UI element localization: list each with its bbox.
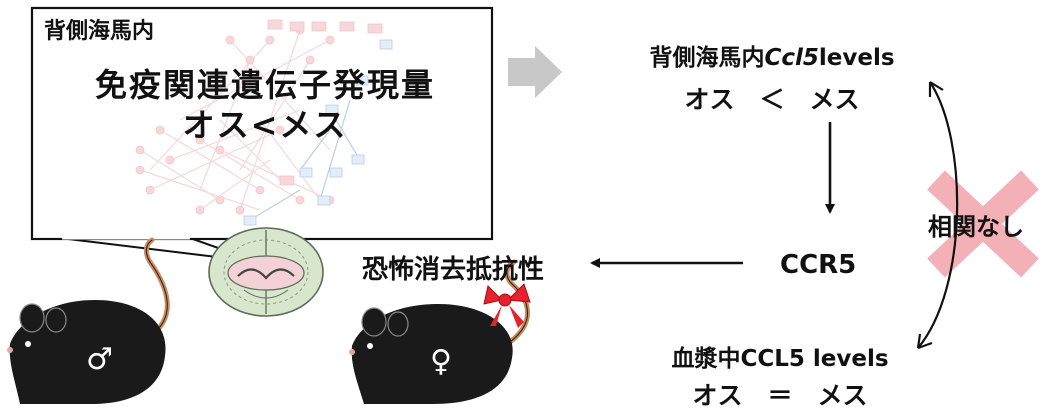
plasma-ccl5-label: 血漿中CCL5 levels xyxy=(671,346,889,372)
ccr5-label: CCR5 xyxy=(780,250,857,280)
gene-network-graphic xyxy=(135,19,393,226)
fear-extinction-resistance-label: 恐怖消去抵抗性 xyxy=(362,255,545,285)
correlation-double-arrow xyxy=(917,81,959,349)
hippocampus-ccl5-comparison: オス ＜ メス xyxy=(684,85,860,114)
red-bow-icon xyxy=(483,283,531,328)
female-mouse-illustration xyxy=(349,259,530,404)
hippocampus-label-prefix: 背側海馬内 xyxy=(649,45,765,71)
bubble-comparison: オス<メス xyxy=(182,106,348,144)
no-correlation-label: 相関なし xyxy=(928,213,1024,241)
female-symbol: ♀ xyxy=(430,344,452,379)
bubble-region-label: 背側海馬内 xyxy=(44,19,155,44)
male-symbol: ♂ xyxy=(86,342,113,377)
plasma-ccl5-comparison: オス ＝ メス xyxy=(692,381,868,410)
arrowhead-top xyxy=(928,81,944,97)
hippocampus-ccl5-label: 背側海馬内Ccl5levels xyxy=(612,38,932,72)
gray-arrow xyxy=(508,46,562,98)
hippocampus-label-suffix: levels xyxy=(818,45,895,71)
arrowhead-bottom xyxy=(916,333,933,350)
bubble-title: 免疫関連遺伝子発現量 xyxy=(94,66,435,104)
gene-name: Ccl5 xyxy=(764,45,819,71)
male-mouse-illustration xyxy=(7,237,170,404)
brain-section-icon xyxy=(208,227,324,317)
no-correlation-cross xyxy=(927,170,1039,278)
